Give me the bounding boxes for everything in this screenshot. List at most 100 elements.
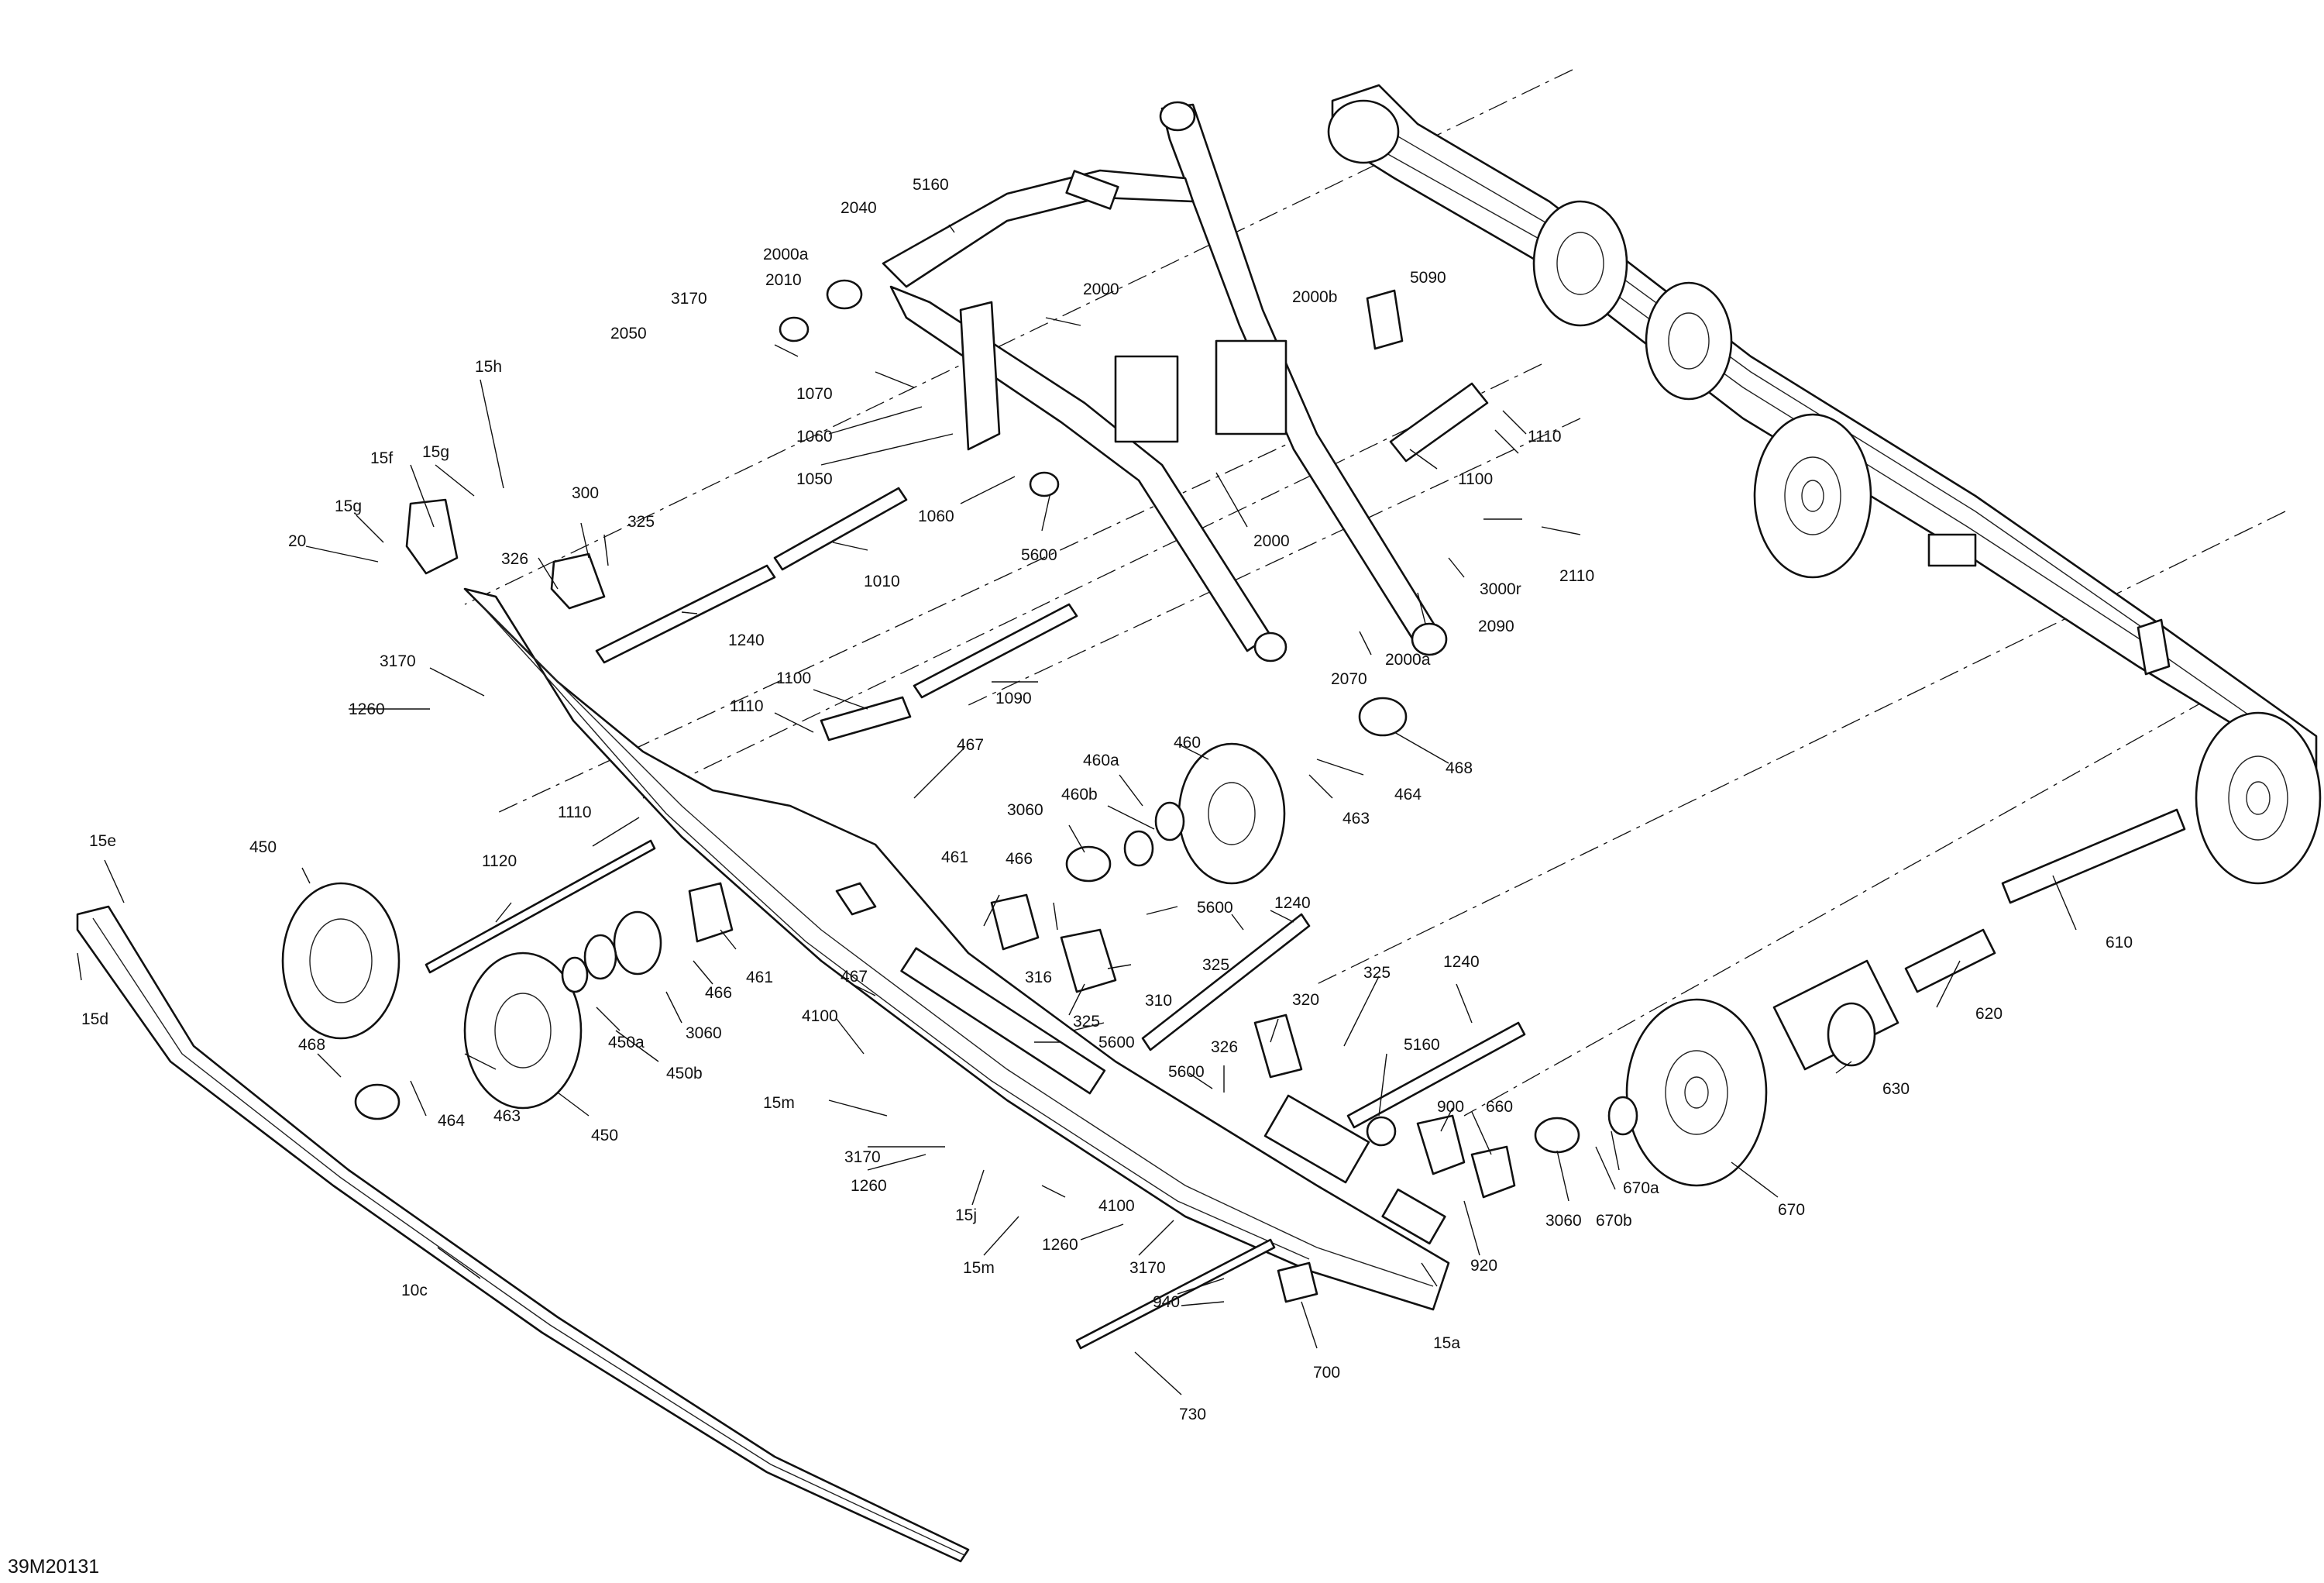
callout-labels: 2040 5160 2000a 2010 3170 2050 2000 2000…: [8, 176, 2133, 1578]
callout-325: 325: [627, 513, 655, 531]
callout-1110: 1110: [1528, 428, 1562, 446]
callout-460b: 460b: [1061, 786, 1098, 804]
callout-620: 620: [1975, 1005, 2003, 1023]
callout-466: 466: [705, 984, 732, 1002]
callout-670b: 670b: [1596, 1212, 1632, 1230]
callout-468: 468: [1446, 759, 1473, 777]
callout-3060: 3060: [1545, 1212, 1582, 1230]
callout-5600: 5600: [1197, 899, 1233, 917]
callout-15d: 15d: [81, 1010, 108, 1028]
callout-310: 310: [1145, 992, 1172, 1010]
hardware: [354, 279, 1638, 1303]
callout-660: 660: [1486, 1098, 1513, 1116]
callout-2110: 2110: [1559, 567, 1594, 585]
callout-463: 463: [493, 1107, 521, 1125]
callout-2090: 2090: [1478, 618, 1514, 635]
callout-460: 460: [1174, 734, 1201, 752]
callout-15m: 15m: [963, 1259, 995, 1277]
callout-467: 467: [957, 736, 984, 754]
callout-2000a: 2000a: [1385, 651, 1431, 669]
slide-10c: [76, 905, 970, 1563]
callout-468: 468: [298, 1036, 325, 1054]
callout-15g: 15g: [422, 443, 449, 461]
callout-3170: 3170: [671, 290, 707, 308]
callout-1110: 1110: [730, 697, 764, 715]
callout-450b: 450b: [666, 1065, 703, 1082]
callout-610: 610: [2106, 934, 2133, 952]
callout-1240: 1240: [1274, 894, 1311, 912]
callout-1060: 1060: [918, 508, 954, 525]
callout-4100: 4100: [1098, 1197, 1135, 1215]
callout-320: 320: [1292, 991, 1319, 1009]
callout-3170: 3170: [844, 1148, 881, 1166]
callout-326: 326: [501, 550, 528, 568]
wheels: [281, 742, 1876, 1187]
callout-316: 316: [1025, 969, 1052, 986]
callout-2040: 2040: [841, 199, 877, 217]
callout-1260: 1260: [851, 1177, 887, 1195]
callout-1120: 1120: [482, 852, 517, 870]
left-rail-15a: [463, 587, 1450, 1311]
callout-450: 450: [249, 838, 277, 856]
callout-2050: 2050: [610, 325, 647, 342]
callout-940: 940: [1153, 1293, 1180, 1311]
callout-20: 20: [288, 532, 306, 550]
callout-3170: 3170: [380, 652, 416, 670]
callout-300: 300: [572, 484, 599, 502]
callout-450: 450: [591, 1127, 618, 1144]
shafts: [425, 382, 2186, 1350]
callout-5600: 5600: [1021, 546, 1057, 564]
callout-1090: 1090: [995, 690, 1032, 707]
callout-461: 461: [941, 848, 968, 866]
callout-5600: 5600: [1098, 1034, 1135, 1051]
callout-2010: 2010: [765, 271, 802, 289]
callout-1050: 1050: [796, 470, 833, 488]
callout-670a: 670a: [1623, 1179, 1659, 1197]
callout-1260: 1260: [1042, 1236, 1078, 1254]
leader-lines: [77, 224, 2077, 1395]
callout-450a: 450a: [608, 1034, 645, 1051]
callout-1010: 1010: [864, 573, 900, 590]
callout-1260: 1260: [349, 700, 385, 718]
callout-3170: 3170: [1129, 1259, 1166, 1277]
callout-1060: 1060: [796, 428, 833, 446]
callout-2000: 2000: [1253, 532, 1290, 550]
callout-467: 467: [841, 968, 868, 986]
right-rail-assembly: [1327, 84, 2322, 885]
callout-1240: 1240: [1443, 953, 1480, 971]
callout-730: 730: [1179, 1406, 1206, 1423]
callout-5160: 5160: [1404, 1036, 1440, 1054]
callout-920: 920: [1470, 1257, 1497, 1275]
callout-5090: 5090: [1410, 269, 1446, 287]
callout-3060: 3060: [1007, 801, 1043, 819]
callout-630: 630: [1882, 1080, 1910, 1098]
front-arm-2000: [882, 101, 1448, 662]
drawing-number: 39M20131: [8, 1556, 99, 1578]
callout-3060: 3060: [686, 1024, 722, 1042]
callout-4100: 4100: [802, 1007, 838, 1025]
callout-464: 464: [1394, 786, 1422, 804]
callout-15g: 15g: [335, 497, 362, 515]
callout-2000a: 2000a: [763, 246, 809, 263]
callout-2000: 2000: [1083, 280, 1119, 298]
callout-15f: 15f: [370, 449, 393, 467]
callout-670: 670: [1778, 1201, 1805, 1219]
callout-461: 461: [746, 969, 773, 986]
callout-1100: 1100: [1458, 470, 1493, 488]
callout-460a: 460a: [1083, 752, 1119, 769]
callout-700: 700: [1313, 1364, 1340, 1382]
callout-1110: 1110: [558, 804, 592, 821]
callout-325: 325: [1202, 956, 1229, 974]
callout-900: 900: [1437, 1098, 1464, 1116]
callout-463: 463: [1342, 810, 1370, 828]
callout-3000r: 3000r: [1480, 580, 1521, 598]
callout-15e: 15e: [89, 832, 116, 850]
callout-1100: 1100: [776, 669, 811, 687]
callout-15a: 15a: [1433, 1334, 1460, 1352]
callout-464: 464: [438, 1112, 465, 1130]
callout-15m: 15m: [763, 1094, 795, 1112]
callout-325: 325: [1363, 964, 1391, 982]
callout-2070: 2070: [1331, 670, 1367, 688]
callout-326: 326: [1211, 1038, 1238, 1056]
